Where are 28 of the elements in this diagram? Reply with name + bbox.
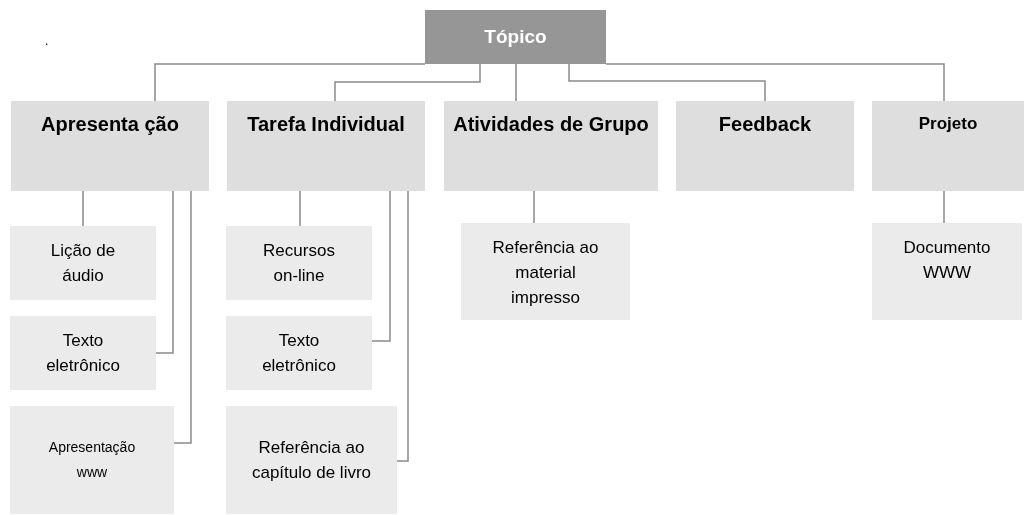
connector-line [396,190,409,462]
resource-box: Lição de áudio [10,226,156,300]
resource-box: Referência ao capítulo de livro [226,406,397,514]
connector-line [533,190,535,224]
connector-line [334,63,481,102]
resource-box: Texto eletrônico [10,316,156,390]
category-box: Atividades de Grupo [444,101,658,191]
connector-line [371,190,391,342]
connector-line [568,63,766,102]
dot-mark: . [45,34,49,48]
connector-line [605,63,945,102]
category-box: Apresenta ção [11,101,209,191]
connector-line [82,190,84,227]
connector-line [943,190,945,224]
category-box: Projeto [872,101,1024,191]
connector-line [515,63,517,102]
topic-box: Tópico [425,10,606,64]
resource-box: Referência ao material impresso [461,223,630,320]
category-box: Feedback [676,101,854,191]
connector-line [173,190,192,444]
connector-line [299,190,301,227]
resource-box: Documento WWW [872,223,1022,320]
category-box: Tarefa Individual [227,101,425,191]
resource-box: Apresentação www [10,406,174,514]
connector-line [154,63,426,102]
resource-box: Recursos on-line [226,226,372,300]
connector-line [155,190,174,354]
resource-box: Texto eletrônico [226,316,372,390]
